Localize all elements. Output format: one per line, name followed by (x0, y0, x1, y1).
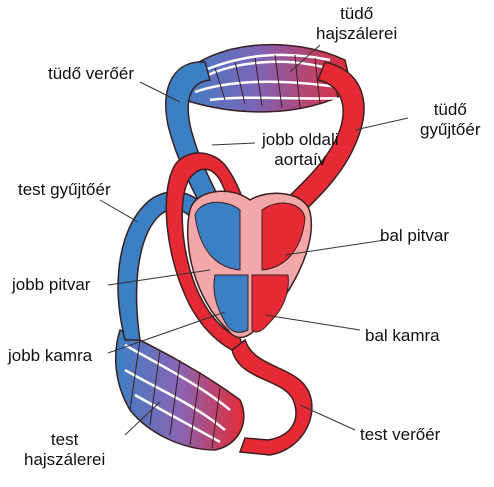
systemic-artery-vessel (231, 338, 313, 456)
label-pulmonary-vein-line1: tüdő (433, 100, 467, 119)
left-ventricle-shape (251, 274, 289, 333)
label-systemic-capillaries-line2: hajszálerei (24, 450, 106, 469)
label-right-aortic-arch: jobb oldali aortaív (262, 130, 339, 170)
pulmonary-capillary-bed (177, 43, 353, 113)
label-pulmonary-capillaries: tüdő hajszálerei (316, 4, 397, 44)
right-ventricle-shape (213, 274, 249, 333)
label-left-atrium: bal pitvar (380, 226, 449, 245)
label-systemic-capillaries-line1: test (50, 430, 79, 449)
label-right-ventricle: jobb kamra (8, 346, 93, 365)
label-right-aortic-arch-line1: jobb oldali (262, 130, 339, 149)
label-right-atrium: jobb pitvar (12, 275, 91, 294)
left-atrium-shape (261, 202, 306, 271)
label-left-ventricle: bal kamra (365, 326, 440, 345)
right-atrium-shape (194, 201, 241, 271)
label-systemic-artery: test verőér (360, 425, 441, 444)
label-pulmonary-vein: tüdő gyűjtőér (420, 100, 480, 140)
label-systemic-capillaries: test hajszálerei (24, 430, 105, 470)
heart (186, 190, 313, 339)
label-pulmonary-capillaries-line2: hajszálerei (316, 24, 398, 43)
leader-lines (99, 44, 409, 436)
label-pulmonary-capillaries-line1: tüdő (340, 4, 374, 23)
label-systemic-vein: test gyűjtőér (18, 180, 111, 199)
label-pulmonary-artery: tüdő verőér (48, 64, 134, 83)
label-right-aortic-arch-line2: aortaív (274, 150, 327, 169)
label-pulmonary-vein-line2: gyűjtőér (420, 120, 481, 139)
systemic-capillary-bed (114, 328, 245, 451)
